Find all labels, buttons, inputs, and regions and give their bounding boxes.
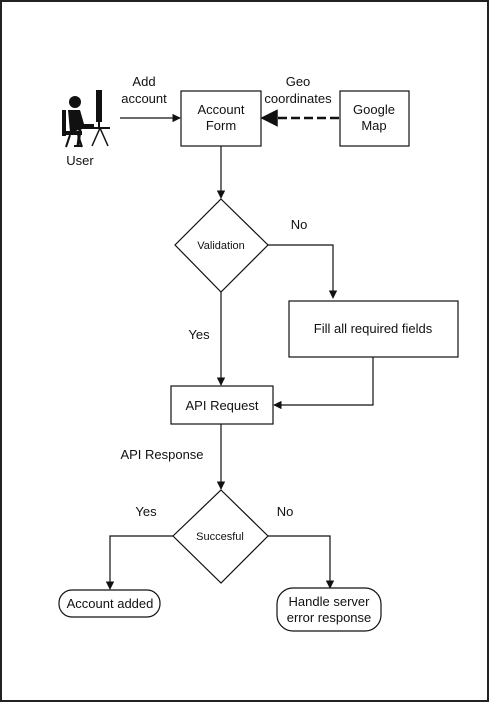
validation-no-label: No <box>291 217 308 232</box>
add-account-label-line2: account <box>121 91 167 106</box>
edge-success-yes <box>105 535 173 590</box>
account-added-box <box>58 589 161 618</box>
account-form-line2: Form <box>206 118 236 133</box>
api-request-label: API Request <box>186 398 259 413</box>
geo-label-line2: coordinates <box>264 91 332 106</box>
validation-yes-label: Yes <box>188 327 210 342</box>
add-account-label-line1: Add <box>132 74 155 89</box>
fill-required-box <box>288 300 459 358</box>
account-form-line1: Account <box>198 102 245 117</box>
successful-label: Succesful <box>196 531 244 543</box>
edge-success-no <box>268 535 335 589</box>
handle-error-line1: Handle server <box>289 594 371 609</box>
geo-label-line1: Geo <box>286 74 311 89</box>
person-at-computer-icon <box>62 90 110 148</box>
success-yes-label: Yes <box>135 504 157 519</box>
google-map-box <box>339 90 410 147</box>
api-response-label: API Response <box>120 447 203 462</box>
successful-diamond <box>172 489 269 584</box>
edge-fill-to-api <box>273 357 374 410</box>
handle-error-line2: error response <box>287 610 372 625</box>
google-map-line1: Google <box>353 102 395 117</box>
edge-validation-no <box>268 244 338 299</box>
user-label: User <box>66 153 94 168</box>
google-map-line2: Map <box>361 118 386 133</box>
handle-error-box <box>276 587 382 632</box>
validation-label: Validation <box>197 240 245 252</box>
account-added-label: Account added <box>67 596 154 611</box>
fill-required-label: Fill all required fields <box>314 321 433 336</box>
api-request-box <box>170 385 274 425</box>
success-no-label: No <box>277 504 294 519</box>
